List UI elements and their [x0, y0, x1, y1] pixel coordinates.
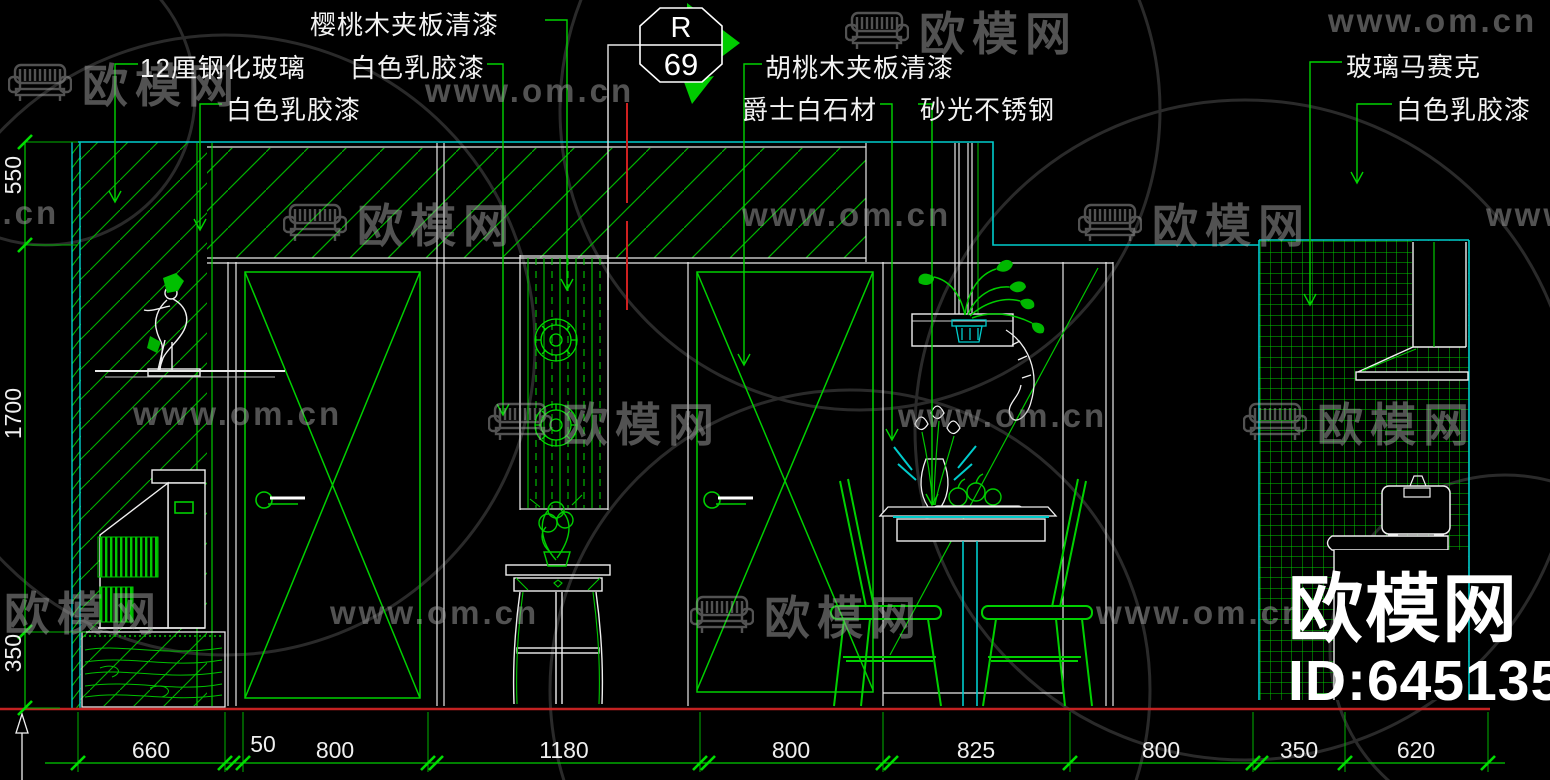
material-label-cherry-plywood-varnish: 樱桃木夹板清漆 — [310, 10, 500, 40]
dim-left-550: 550 — [0, 156, 26, 195]
dim-bottom-620: 620 — [1396, 737, 1436, 763]
elevation-symbol-letter: R — [670, 12, 692, 44]
leader-lines — [108, 19, 1392, 507]
section-line — [607, 44, 647, 310]
material-label-sanded-stainless-steel: 砂光不锈钢 — [920, 95, 1056, 125]
left-wall-section — [71, 142, 81, 708]
kitchen-counter — [1326, 535, 1468, 700]
potted-plant — [529, 494, 583, 567]
rice-cooker — [1381, 475, 1451, 538]
tv-cabinet — [81, 631, 226, 708]
material-label-white-latex-paint-a: 白色乳胶漆 — [350, 53, 486, 83]
range-hood — [1355, 241, 1469, 381]
door-right-handle — [703, 491, 753, 509]
tv-set — [97, 469, 206, 629]
dim-left-1700: 1700 — [0, 388, 26, 440]
dimension-bottom — [45, 712, 1505, 772]
shelf-pot — [951, 319, 987, 343]
dim-bottom-800: 800 — [315, 737, 355, 763]
site-logo: 欧模网 ID:645135 — [1288, 572, 1550, 710]
dim-bottom-800: 800 — [771, 737, 811, 763]
door-left — [244, 271, 421, 699]
material-label-jazz-white-stone: 爵士白石材 — [742, 95, 878, 125]
dining-table — [878, 405, 1058, 706]
hanging-plant — [918, 259, 1045, 421]
console-table — [505, 564, 611, 705]
site-logo-id: ID:645135 — [1288, 649, 1550, 713]
dim-bottom-800: 800 — [1141, 737, 1181, 763]
door-left-handle — [255, 491, 305, 509]
material-label-tempered-glass-12mm: 12厘钢化玻璃 — [140, 53, 306, 83]
upper-glass-band — [207, 148, 866, 258]
material-label-glass-mosaic: 玻璃马赛克 — [1346, 52, 1482, 82]
dim-bottom-825: 825 — [956, 737, 996, 763]
hanging-shelf — [911, 143, 1014, 347]
datum-arrow — [15, 711, 29, 780]
material-label-walnut-plywood-varnish: 胡桃木夹板清漆 — [765, 53, 955, 83]
statue — [95, 273, 285, 378]
dim-bottom-50: 50 — [250, 731, 276, 757]
elevation-symbol — [639, 3, 740, 104]
medallion — [534, 318, 578, 447]
chair-left — [830, 478, 942, 707]
dim-bottom-350: 350 — [1279, 737, 1319, 763]
elevation-symbol-number: 69 — [663, 47, 699, 82]
dimension-left — [17, 134, 86, 716]
material-label-white-latex-paint-c: 白色乳胶漆 — [1396, 95, 1532, 125]
flower-vase — [893, 405, 977, 508]
dim-bottom-1180: 1180 — [539, 737, 589, 763]
dim-bottom-660: 660 — [131, 737, 171, 763]
chair-right — [981, 478, 1093, 707]
material-label-white-latex-paint-b: 白色乳胶漆 — [226, 95, 362, 125]
site-logo-brand: 欧模网 — [1288, 567, 1520, 651]
ceiling-line — [78, 141, 1259, 246]
door-right — [696, 271, 874, 693]
dim-left-350: 350 — [0, 634, 26, 673]
